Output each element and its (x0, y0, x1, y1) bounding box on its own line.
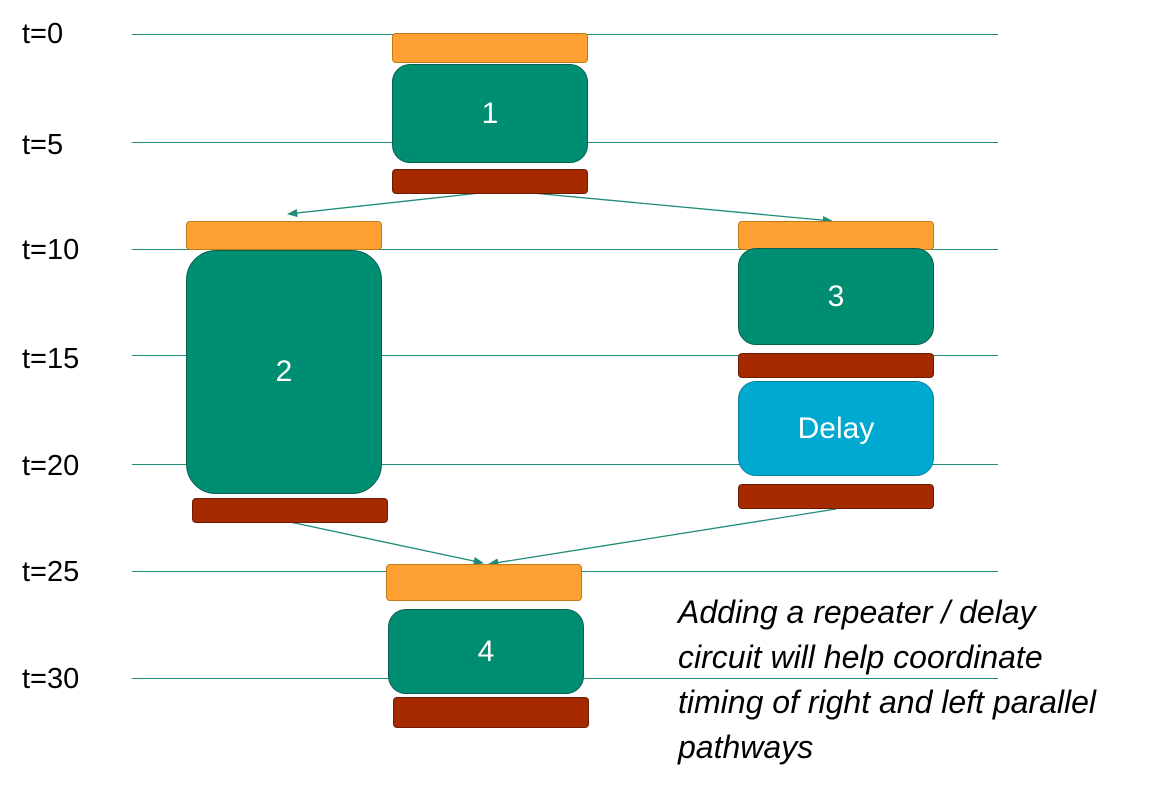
stage2-label: 2 (275, 355, 293, 388)
stage1-block: 1 (392, 64, 588, 163)
time-label-t15: t=15 (22, 343, 80, 375)
stage2-input-block (186, 221, 382, 250)
stage3-input-block (738, 221, 934, 250)
stage1-output-block (392, 169, 588, 194)
time-label-t30: t=30 (22, 663, 80, 695)
time-label-t25: t=25 (22, 556, 80, 588)
stage1-label: 1 (481, 96, 499, 130)
time-label-t10: t=10 (22, 234, 80, 266)
stage2-output-block (192, 498, 388, 523)
timeline-t20 (132, 464, 998, 465)
stage4-output-block (393, 697, 589, 728)
stage3-output-block (738, 353, 934, 378)
timeline-t15 (132, 355, 998, 356)
delay-label: Delay (797, 411, 875, 445)
stage1-input-block (392, 33, 588, 63)
delay-block: Delay (738, 381, 934, 476)
stage4-block: 4 (388, 609, 584, 694)
delay-output-block (738, 484, 934, 509)
stage4-label: 4 (477, 634, 495, 668)
timeline-t10 (132, 249, 998, 250)
stage4-input-block (386, 564, 582, 601)
arrow-delay-to-4 (487, 508, 837, 567)
stage3-block: 3 (738, 248, 934, 345)
arrow-1-to-2 (286, 191, 490, 218)
stage3-label: 3 (827, 279, 845, 313)
time-label-t20: t=20 (22, 450, 80, 482)
arrow-2-to-4 (289, 521, 485, 566)
arrow-1-to-3 (488, 188, 834, 225)
time-label-t5: t=5 (22, 129, 64, 161)
explanation-note: Adding a repeater / delay circuit will h… (678, 594, 1096, 765)
time-label-t0: t=0 (22, 18, 64, 50)
stage2-block: 2 (186, 250, 382, 494)
